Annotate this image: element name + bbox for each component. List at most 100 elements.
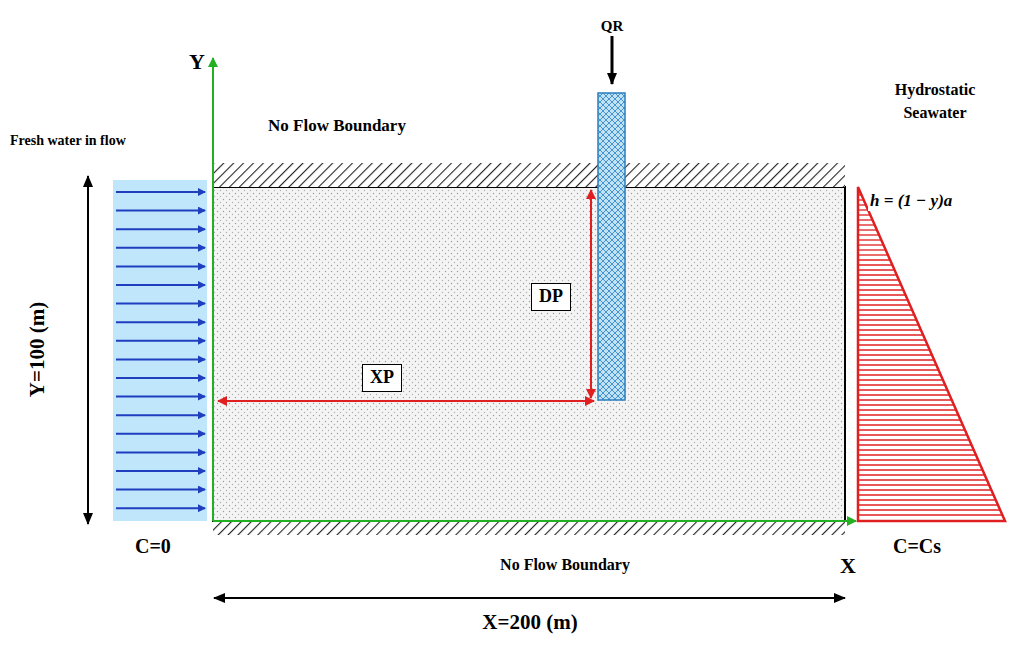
seawater-hatch-line	[858, 509, 1000, 510]
seawater-hatch-line	[858, 424, 963, 425]
seawater-hatch-line	[858, 339, 925, 340]
bottom-no-flow-hatch	[213, 522, 845, 535]
seawater-hatch-line	[858, 264, 892, 265]
inflow-arrows	[116, 192, 205, 508]
seawater-hatch-line	[858, 359, 934, 360]
seawater-hatch-line	[858, 499, 996, 500]
seawater-hatch-line	[858, 309, 912, 310]
seawater-hatch-line	[858, 429, 965, 430]
seawater-hatch-line	[858, 244, 884, 245]
annotation-label: QR	[601, 18, 624, 35]
seawater-hatch-line	[858, 269, 895, 270]
dimension-label: XP	[370, 367, 394, 387]
seawater-hatch-line	[858, 409, 956, 410]
aquifer-domain	[213, 187, 845, 521]
seawater-hatch-line	[858, 284, 901, 285]
inflow-arrow	[116, 284, 205, 286]
seawater-hatch-line	[858, 324, 919, 325]
seawater-hatch-line	[858, 249, 886, 250]
inflow-arrow	[116, 191, 205, 193]
seawater-hatch-line	[858, 239, 881, 240]
seawater-hatch-line	[858, 314, 914, 315]
inflow-arrow	[116, 210, 205, 212]
seawater-hatch-line	[858, 304, 910, 305]
annotation-label: X=200 (m)	[482, 611, 577, 634]
seawater-hatch-line	[858, 354, 932, 355]
annotation-label: Hydrostatic Seawater	[870, 78, 1000, 124]
seawater-hatch-line	[858, 279, 899, 280]
seawater-hatch-line	[858, 214, 870, 215]
seawater-hatch-line	[858, 469, 983, 470]
seawater-hatch-line	[858, 399, 952, 400]
inflow-arrow	[116, 321, 205, 323]
recharge-well	[598, 93, 625, 400]
seawater-hatch-line	[858, 384, 945, 385]
recharge-arrow	[611, 36, 614, 84]
dimension-label: DP	[539, 286, 563, 306]
inflow-arrow	[116, 228, 205, 230]
seawater-hatch-line	[858, 414, 958, 415]
seawater-hatch-line	[858, 294, 906, 295]
seawater-hatch-line	[858, 479, 987, 480]
seawater-hatch-line	[858, 504, 998, 505]
annotation-label: h = (1 − y)a	[868, 192, 954, 211]
annotation-label: No Flow Boundary	[500, 556, 630, 574]
seawater-hatch-line	[858, 449, 974, 450]
seawater-hatch-line	[858, 394, 950, 395]
inflow-arrow	[116, 414, 205, 416]
annotation-label: X	[840, 554, 856, 578]
seawater-hatch-line	[858, 434, 967, 435]
seawater-hatch-line	[858, 514, 1002, 515]
seawater-hatch-line	[858, 494, 994, 495]
seawater-hatch-line	[858, 444, 972, 445]
seawater-hatch-line	[858, 464, 980, 465]
seawater-hatch-line	[858, 229, 877, 230]
seawater-hatch-line	[858, 254, 888, 255]
inflow-arrow	[116, 507, 205, 509]
inflow-arrow	[116, 340, 205, 342]
x-axis	[213, 520, 856, 522]
annotation-label: Y	[189, 50, 205, 74]
fresh-water-band	[113, 180, 207, 521]
inflow-arrow	[116, 377, 205, 379]
seawater-hatch-line	[858, 274, 897, 275]
seawater-hatch-line	[858, 369, 939, 370]
seawater-hatch-line	[858, 459, 978, 460]
seawater-hatch-line	[858, 259, 890, 260]
seawater-hatch-line	[858, 289, 903, 290]
seawater-hatch-line	[858, 299, 908, 300]
seawater-hatch-line	[858, 219, 873, 220]
inflow-arrow	[116, 247, 205, 249]
height-dimension	[87, 176, 89, 524]
annotation-label: C=0	[135, 535, 171, 557]
inflow-arrow	[116, 470, 205, 472]
inflow-arrow	[116, 396, 205, 398]
y-axis	[212, 58, 214, 521]
seawater-hatch-line	[858, 439, 969, 440]
seawater-hatch-line	[858, 489, 991, 490]
seawater-hatch-line	[858, 474, 985, 475]
seawater-hatch-line	[858, 404, 954, 405]
annotation-label: C=Cs	[893, 535, 941, 557]
seawater-hatch-line	[858, 389, 947, 390]
seawater-hatch-line	[858, 234, 879, 235]
inflow-arrow	[116, 303, 205, 305]
dp-dimension	[590, 190, 592, 398]
annotation-label: No Flow Boundary	[268, 117, 406, 136]
annotation-label: Y=100 (m)	[26, 302, 49, 397]
seawater-hatch-line	[858, 334, 923, 335]
inflow-arrow	[116, 265, 205, 267]
seawater-hatch-line	[858, 329, 921, 330]
seawater-hatch-line	[858, 419, 961, 420]
annotation-label: Fresh water in flow	[10, 133, 126, 148]
seawater-hatch-line	[858, 349, 930, 350]
dimension-label-box: XP	[362, 364, 402, 392]
seawater-hatch-line	[858, 319, 917, 320]
seawater-hatch-line	[858, 379, 943, 380]
hydrostatic-triangle	[858, 187, 1005, 521]
inflow-arrow	[116, 451, 205, 453]
seawater-hatch-line	[858, 484, 989, 485]
seawater-hatch-line	[858, 364, 936, 365]
seawater-hatch-line	[858, 454, 976, 455]
